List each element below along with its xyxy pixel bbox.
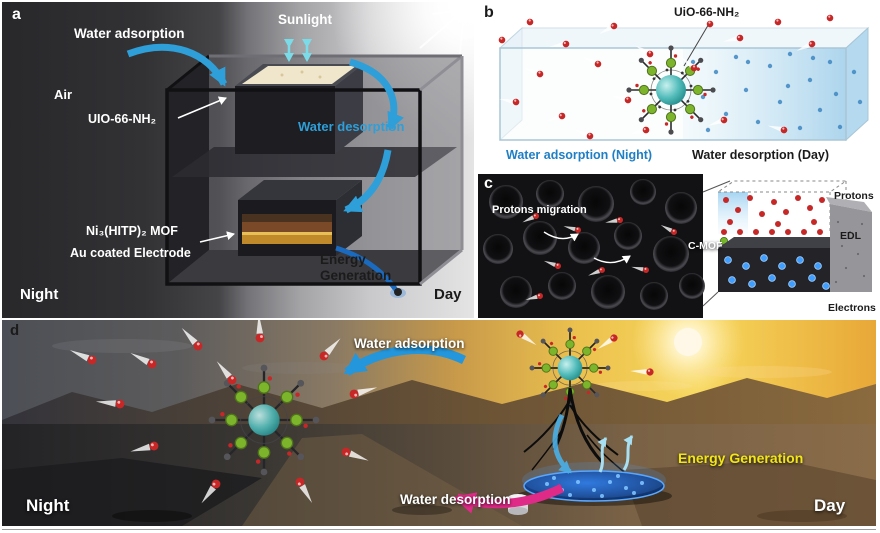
label-water-desorption-a: Water desorption [298, 119, 405, 134]
label-air: Air [54, 87, 73, 102]
panel-d-illustration [2, 320, 876, 526]
magnification-lines [702, 180, 731, 307]
vapor-energy-arrows [552, 413, 634, 474]
landscape [2, 320, 876, 526]
label-electrons: Electrons [828, 302, 876, 314]
label-night-d: Night [26, 496, 70, 515]
carbon-speckles [834, 220, 866, 284]
uio66-pointer-line [683, 21, 711, 67]
label-edl: EDL [840, 230, 861, 242]
panel-d-tag: d [10, 322, 20, 339]
carbon-block [830, 204, 872, 292]
label-desorption-day: Water desorption (Day) [692, 148, 830, 162]
mof-cluster [625, 44, 717, 136]
label-ni-mof: Ni₃(HITP)₂ MOF [86, 224, 178, 238]
label-adsorption-night: Water adsorption (Night) [506, 148, 653, 162]
panel-b-tag: b [484, 4, 494, 21]
label-au-electrode: Au coated Electrode [70, 246, 191, 260]
proton-spheres [723, 195, 825, 227]
panel-c: c Protons migration Protons EDL C-MOF El… [478, 174, 876, 318]
panel-c-illustration [478, 174, 872, 318]
label-energy-generation-a: Energy Generation [320, 252, 392, 283]
label-day-d: Day [814, 496, 846, 515]
label-water-adsorption-d: Water adsorption [354, 336, 465, 351]
electron-spheres [724, 254, 830, 290]
desorption-arrow [453, 483, 564, 514]
vapor-exchange-arrows [284, 39, 312, 62]
panel-b-illustration [484, 10, 870, 142]
panel-a-tag: a [12, 6, 21, 23]
sunlight-flare [419, 2, 474, 55]
panel-b: b UiO-66-NH₂ Water adsorption (Night) Wa… [478, 2, 876, 170]
label-night-a: Night [20, 286, 59, 303]
carbon-block-top [826, 197, 872, 212]
panel-d: d Water adsorption Energy Generation Wat… [2, 320, 876, 526]
panel-a: a Water adsorption Sunlight Air UIO-66-N… [2, 2, 474, 318]
label-sunlight: Sunlight [278, 12, 332, 27]
label-water-desorption-d: Water desorption [400, 492, 511, 507]
label-protons-migration: Protons migration [492, 204, 587, 216]
porous-cmof-micrograph [478, 174, 705, 318]
callout-arrows [177, 96, 235, 243]
device-3d [165, 54, 464, 298]
water-droplets [690, 51, 863, 133]
mof-cluster-night [207, 363, 321, 477]
bottom-divider [2, 529, 876, 530]
airflow-arrows [126, 43, 405, 214]
label-energy-generation-d: Energy Generation [678, 450, 804, 466]
mof-cluster-day [528, 326, 612, 410]
label-c-mof: C-MOF [688, 240, 723, 252]
label-water-adsorption-a: Water adsorption [74, 26, 185, 41]
sun [632, 320, 744, 398]
label-day-a: Day [434, 286, 462, 303]
au-electrode-stack [242, 214, 332, 244]
adsorption-arrow [343, 345, 466, 376]
label-uio66-b: UiO-66-NH₂ [674, 5, 740, 19]
panel-c-tag: c [484, 175, 493, 192]
panel-a-illustration [126, 2, 474, 298]
label-uio66-a: UIO-66-NH₂ [88, 112, 157, 126]
layered-electrode-diagram [716, 180, 872, 292]
label-protons: Protons [834, 190, 874, 202]
